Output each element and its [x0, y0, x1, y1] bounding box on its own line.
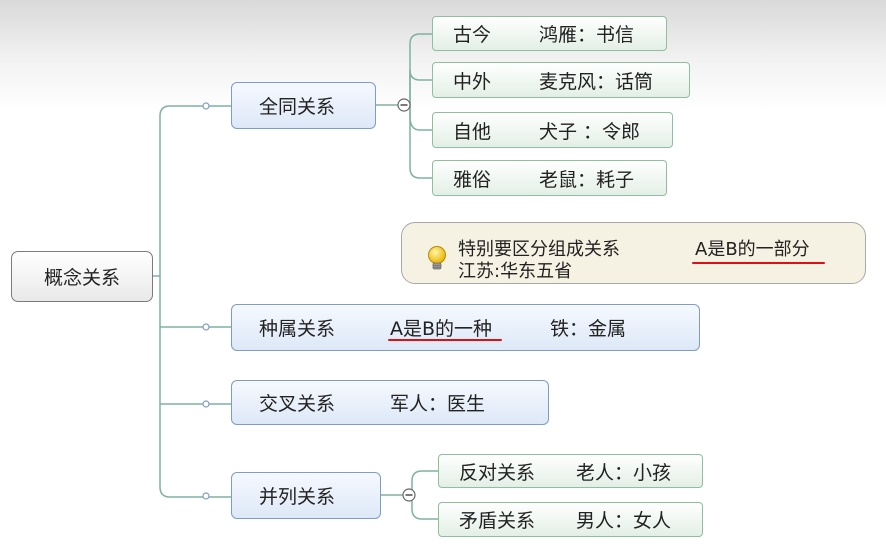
identity-item-foreign-native[interactable]: 中外 麦克风：话筒 — [432, 62, 690, 98]
lightbulb-icon — [428, 246, 446, 270]
leaf-category: 雅俗 — [453, 168, 492, 191]
leaf-category: 自他 — [453, 120, 492, 143]
leaf-category: 矛盾关系 — [459, 510, 536, 532]
branch-cross[interactable]: 交叉关系 军人：医生 — [231, 380, 549, 425]
branch-cross-example: 军人：医生 — [390, 393, 486, 415]
identity-item-self-other[interactable]: 自他 犬子 ：令郎 — [432, 112, 673, 148]
leaf-category: 古今 — [453, 24, 492, 46]
leaf-example: 鸿雁：书信 — [539, 24, 635, 46]
genus-rule-underline — [388, 339, 502, 341]
root-node[interactable]: 概念关系 — [11, 251, 153, 302]
leaf-category: 反对关系 — [459, 461, 536, 484]
note-line1: 特别要区分组成关系 — [458, 239, 620, 260]
leaf-example: 老鼠：耗子 — [539, 168, 635, 191]
collapse-toggle-icons — [397, 98, 416, 502]
branch-identity-label: 全同关系 — [259, 96, 336, 118]
branch-cross-label: 交叉关系 — [259, 393, 336, 415]
root-label: 概念关系 — [43, 267, 120, 289]
note-rule: A是B的一部分 — [695, 239, 810, 260]
leaf-category: 中外 — [453, 70, 492, 93]
parallel-item-opposite[interactable]: 反对关系 老人：小孩 — [438, 454, 703, 488]
note-callout[interactable]: 特别要区分组成关系 A是B的一部分 江苏:华东五省 — [401, 222, 866, 284]
identity-item-formal-colloquial[interactable]: 雅俗 老鼠：耗子 — [432, 160, 667, 196]
leaf-example: 男人：女人 — [576, 510, 672, 532]
branch-genus[interactable]: 种属关系 A是B的一种 铁：金属 — [231, 304, 700, 351]
leaf-example: 犬子 ：令郎 — [539, 120, 641, 143]
branch-identity[interactable]: 全同关系 — [231, 82, 376, 129]
branch-parallel[interactable]: 并列关系 — [231, 472, 381, 519]
leaf-example: 麦克风：话筒 — [539, 70, 654, 93]
identity-item-ancient-modern[interactable]: 古今 鸿雁：书信 — [432, 16, 667, 51]
branch-parallel-label: 并列关系 — [259, 486, 336, 508]
note-line2: 江苏:华东五省 — [458, 261, 573, 282]
parallel-item-contradictory[interactable]: 矛盾关系 男人：女人 — [438, 502, 703, 537]
branch-genus-example: 铁：金属 — [550, 318, 627, 340]
branch-genus-rule: A是B的一种 — [390, 318, 493, 340]
branch-genus-label: 种属关系 — [259, 318, 336, 340]
note-rule-underline — [692, 262, 825, 264]
leaf-example: 老人：小孩 — [576, 461, 672, 484]
